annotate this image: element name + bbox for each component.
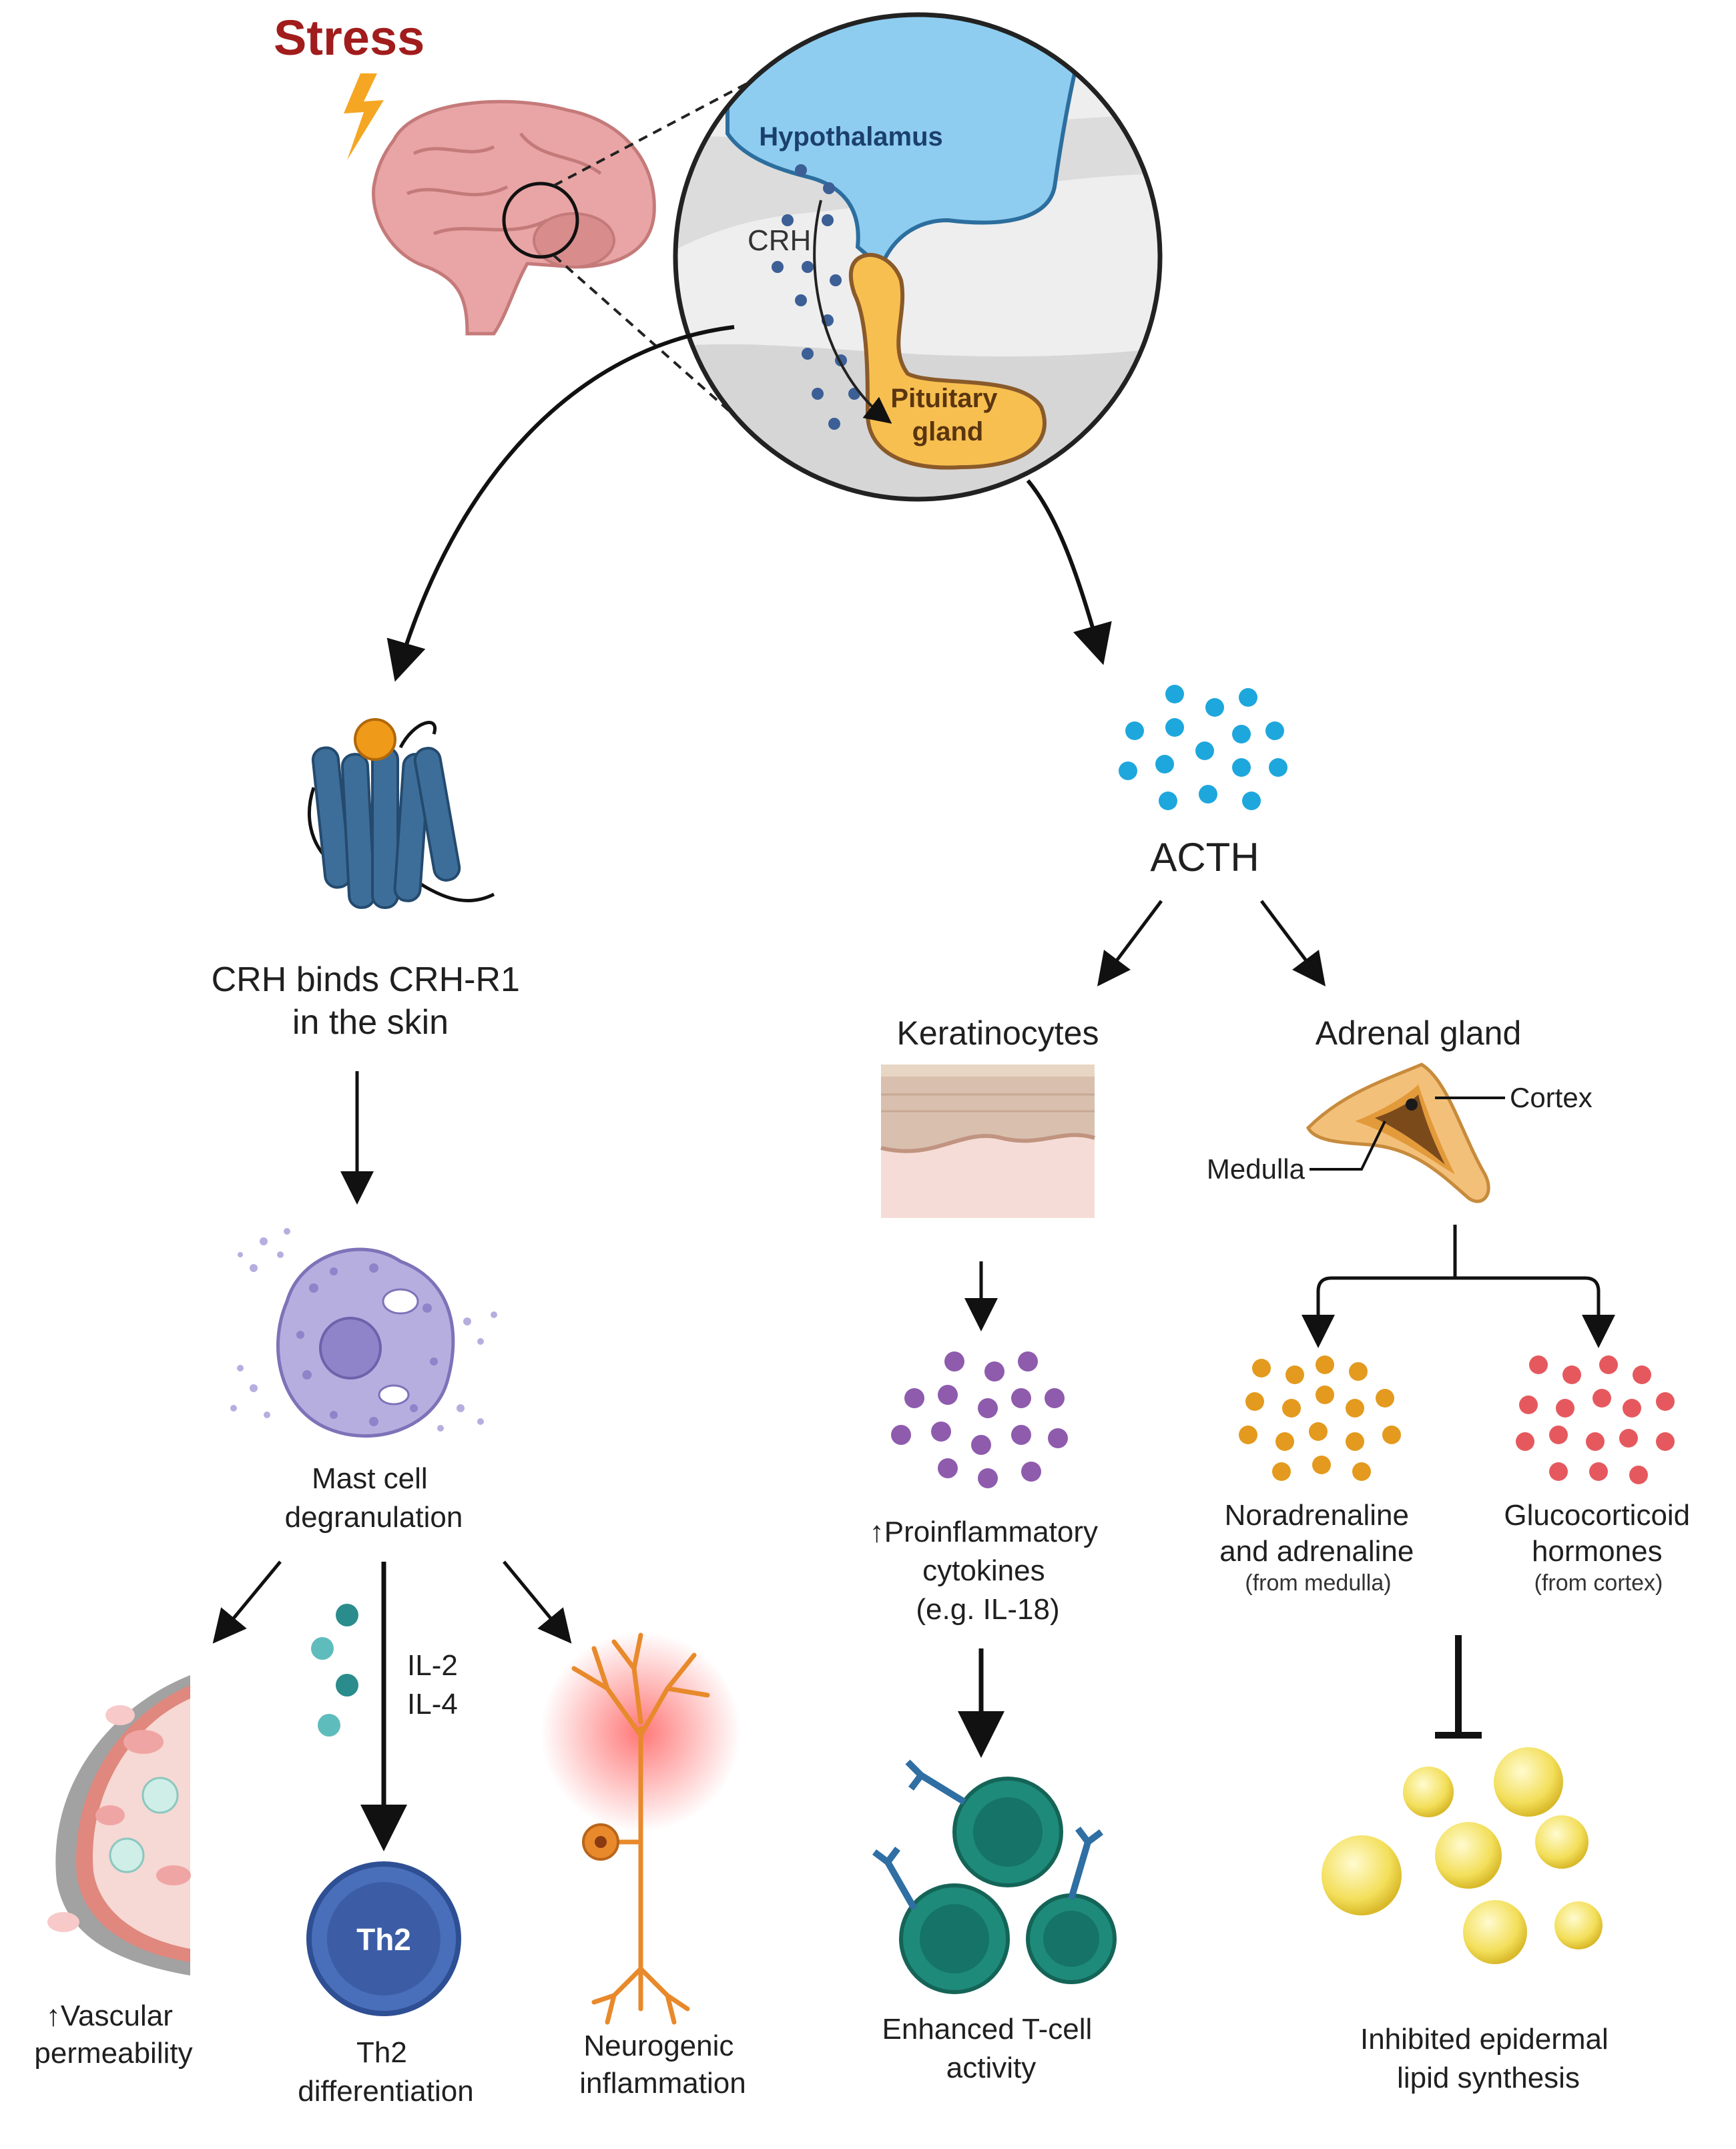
cortex-label: Cortex bbox=[1510, 1082, 1593, 1113]
brain-icon bbox=[372, 99, 656, 336]
crh-label: CRH bbox=[748, 224, 811, 257]
brain-zoom-ring bbox=[502, 182, 579, 259]
th2-differentiation-label: Th2 differentiation bbox=[298, 2036, 473, 2108]
arrow-to-acth bbox=[1026, 479, 1112, 665]
crh-binds-label: CRH binds CRH-R1 in the skin bbox=[212, 960, 530, 1042]
adrenal-branch-arrows bbox=[1316, 1225, 1601, 1335]
hypothalamus-shape bbox=[726, 15, 1098, 271]
glucocorticoid-label: Glucocorticoid hormones (from cortex) bbox=[1504, 1499, 1693, 1596]
th2-badge-label: Th2 bbox=[356, 1922, 411, 1957]
neuron-icon bbox=[541, 1632, 741, 2025]
t-cell-icon bbox=[872, 1759, 1117, 1994]
mast-cell-icon bbox=[230, 1228, 497, 1438]
blood-vessel-icon bbox=[47, 1675, 191, 1975]
neurogenic-label: Neurogenic inflammation bbox=[579, 2030, 746, 2100]
acth-dots bbox=[1119, 685, 1287, 810]
lightning-bolt-icon bbox=[344, 73, 384, 160]
glucocorticoid-dots bbox=[1516, 1355, 1675, 1484]
lipid-label: Inhibited epidermal lipid synthesis bbox=[1360, 2023, 1617, 2094]
zoom-line-bottom bbox=[553, 254, 749, 428]
interleukins-label: IL-2 IL-4 bbox=[407, 1649, 466, 1721]
arrow-to-crh-receptor bbox=[386, 325, 735, 682]
pituitary-shape bbox=[848, 252, 1047, 470]
acth-label: ACTH bbox=[1150, 835, 1259, 880]
mast-cell-label: Mast cell degranulation bbox=[285, 1462, 463, 1534]
tcell-label: Enhanced T-cell activity bbox=[882, 2013, 1101, 2084]
hypothalamus-label: Hypothalamus bbox=[759, 122, 943, 151]
pituitary-label: Pituitary gland bbox=[890, 384, 1004, 446]
arrow-to-neurogenic bbox=[503, 1560, 572, 1644]
crh-r1-receptor-icon bbox=[308, 718, 495, 909]
cytokines-label: ↑Proinflammatory cytokines (e.g. IL-18) bbox=[870, 1516, 1107, 1626]
hypothalamus-pituitary-zoom: Hypothalamus CRH Pituitary gland bbox=[673, 12, 1163, 502]
lipid-droplets-icon bbox=[1322, 1747, 1603, 1964]
arrow-to-adrenal bbox=[1260, 900, 1326, 986]
adrenal-label: Adrenal gland bbox=[1316, 1014, 1522, 1052]
medulla-pointer bbox=[1310, 1121, 1386, 1171]
skin-layers-icon bbox=[880, 1064, 1095, 1218]
adrenal-gland-icon bbox=[1306, 1062, 1490, 1203]
noradrenaline-label: Noradrenaline and adrenaline (from medul… bbox=[1219, 1499, 1417, 1596]
stress-label: Stress bbox=[274, 10, 424, 65]
inhibition-symbol bbox=[1435, 1635, 1482, 1739]
keratinocytes-label: Keratinocytes bbox=[897, 1014, 1099, 1052]
medulla-label: Medulla bbox=[1207, 1153, 1306, 1185]
th2-cell-icon: Th2 bbox=[306, 1861, 461, 2016]
crh-flow-arrow bbox=[813, 200, 892, 424]
interleukin-dots bbox=[311, 1604, 358, 1737]
vascular-label: ↑Vascular permeability bbox=[34, 2000, 192, 2070]
cytokine-dots bbox=[891, 1351, 1068, 1488]
noradrenaline-dots bbox=[1239, 1355, 1401, 1481]
arrow-to-vascular bbox=[212, 1560, 282, 1644]
arrow-to-keratinocytes bbox=[1097, 900, 1163, 986]
